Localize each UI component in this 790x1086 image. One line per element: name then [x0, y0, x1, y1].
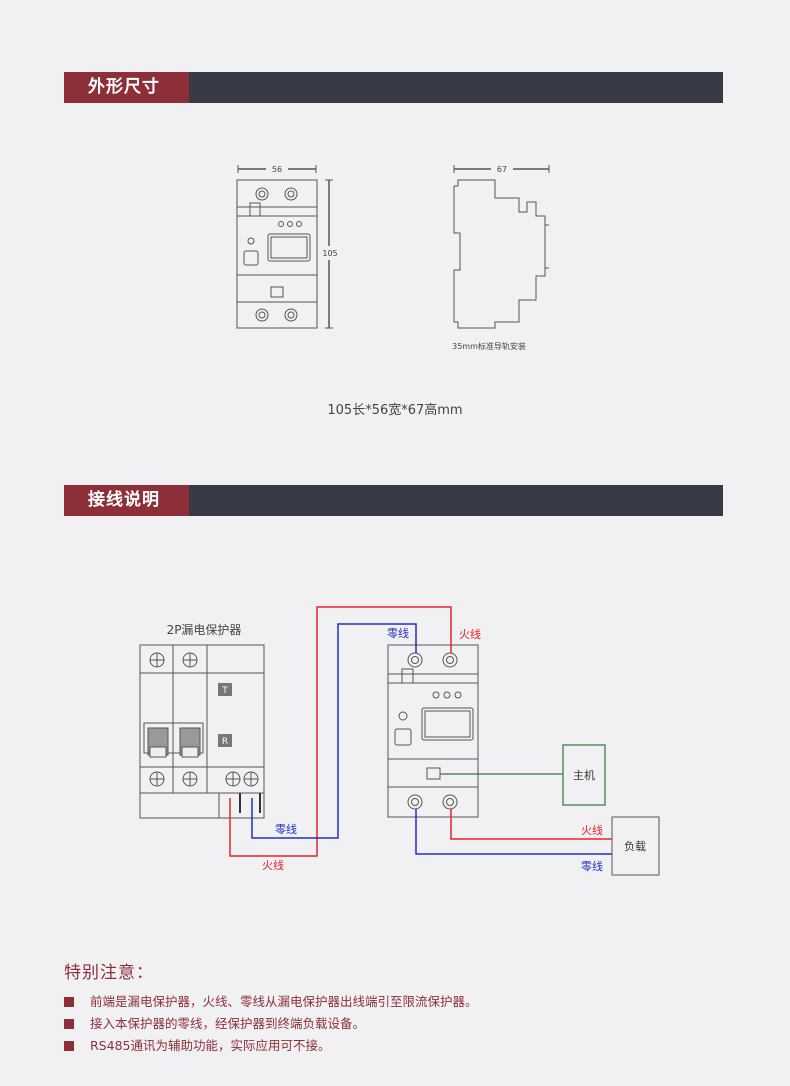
- section-header-dimensions: 外形尺寸: [64, 72, 723, 103]
- live-bottom-label: 火线: [262, 858, 284, 872]
- note-item: RS485通讯为辅助功能，实际应用可不接。: [64, 1035, 724, 1057]
- dimension-drawing: 56 105 67 35mm标准导轨安装: [236, 163, 550, 351]
- host-label: 主机: [573, 768, 595, 782]
- rcd-label: 2P漏电保护器: [167, 623, 242, 637]
- width-label: 56: [272, 165, 282, 174]
- rail-note: 35mm标准导轨安装: [452, 341, 526, 351]
- section-title: 外形尺寸: [64, 72, 189, 103]
- front-view: [236, 163, 340, 329]
- rcd-t-label: T: [221, 686, 228, 696]
- bullet-icon: [64, 1041, 74, 1051]
- live-wire-out: [450, 809, 612, 840]
- neutral-wire-in: [251, 623, 417, 839]
- notes-section: 特别注意： 前端是漏电保护器，火线、零线从漏电保护器出线端引至限流保护器。 接入…: [64, 958, 724, 1057]
- protector-device: [387, 644, 479, 818]
- rcd-r-label: R: [222, 737, 228, 747]
- note-item: 接入本保护器的零线，经保护器到终端负载设备。: [64, 1013, 724, 1035]
- height-label: 105: [322, 249, 337, 258]
- section-title: 接线说明: [64, 485, 189, 516]
- wiring-diagram: T R 2P漏电保护器 主机 负载 零线 火线 零线 火线 火线 零线: [139, 606, 660, 876]
- neutral-wire-out: [415, 809, 612, 855]
- load-neutral-label: 零线: [581, 859, 603, 873]
- load-box: [611, 816, 660, 876]
- load-label: 负载: [624, 839, 646, 853]
- section-header-wiring: 接线说明: [64, 485, 723, 516]
- bullet-icon: [64, 997, 74, 1007]
- notes-title: 特别注意：: [64, 963, 154, 983]
- host-box: [562, 744, 606, 806]
- live-top-label: 火线: [459, 627, 481, 641]
- depth-label: 67: [497, 165, 507, 174]
- live-wire-in: [229, 606, 452, 857]
- bullet-icon: [64, 1019, 74, 1029]
- rcd-breaker: [139, 644, 265, 819]
- neutral-bottom-label: 零线: [275, 822, 297, 836]
- side-view: [453, 163, 550, 329]
- note-item: 前端是漏电保护器，火线、零线从漏电保护器出线端引至限流保护器。: [64, 991, 724, 1013]
- load-live-label: 火线: [581, 823, 603, 837]
- dimension-caption: 105长*56宽*67高mm: [327, 403, 463, 418]
- neutral-top-label: 零线: [387, 626, 409, 640]
